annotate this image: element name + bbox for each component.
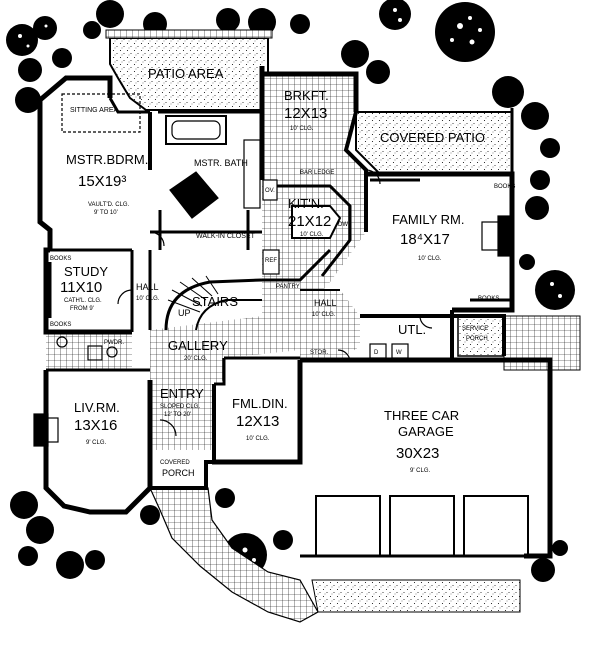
label-books-family-top: BOOKS (494, 184, 515, 190)
clg-kitchen: 10' CLG. (300, 232, 324, 238)
label-brkft: BRKFT. (284, 88, 329, 103)
clg-fml-din: 10' CLG. (246, 436, 270, 442)
label-garage-1: THREE CAR (384, 408, 459, 423)
fixtures (33, 93, 550, 558)
clg-hall-1: 10' CLG. (136, 296, 160, 302)
clg-mstr-bdrm-1: VAULT'D. CLG. (88, 202, 130, 208)
label-dw: DW (338, 222, 348, 228)
label-stairs-up: UP (178, 308, 191, 318)
label-pwdr: PWDR. (104, 340, 124, 346)
clg-entry-1: SLOPED CLG. (160, 404, 200, 410)
label-utl: UTL. (398, 322, 426, 337)
label-hall-1: HALL (136, 282, 159, 292)
label-d: D (374, 350, 379, 356)
dim-mstr-bdrm: 15X19³ (78, 173, 126, 190)
label-books-family-bottom: BOOKS (478, 296, 499, 302)
room-labels: PATIO AREA BRKFT. 12X13 10' CLG. COVERED… (60, 66, 488, 478)
clg-garage: 9' CLG. (410, 468, 430, 474)
label-sitting: SITTING AREA (70, 107, 119, 114)
clg-study-1: CATH'L. CLG. (64, 298, 102, 304)
clg-entry-2: 12' TO 20' (164, 412, 191, 418)
label-gallery: GALLERY (168, 338, 228, 353)
label-mstr-bdrm: MSTR.BDRM. (66, 152, 148, 167)
label-stor: STOR. (310, 350, 329, 356)
label-pantry: PANTRY (276, 284, 300, 290)
label-entry: ENTRY (160, 386, 204, 401)
label-books-study-top: BOOKS (50, 256, 71, 262)
label-covered-patio: COVERED PATIO (380, 130, 485, 145)
tree-icon (6, 0, 575, 582)
label-covered-porch-1: COVERED (160, 460, 190, 466)
dim-garage: 30X23 (396, 445, 439, 462)
label-kitchen: KIT'N. (288, 196, 324, 211)
dim-study: 11X10 (60, 279, 102, 296)
label-fml-din: FML.DIN. (232, 396, 288, 411)
label-mstr-bath: MSTR. BATH (194, 158, 248, 168)
label-patio-area: PATIO AREA (148, 66, 224, 81)
label-bar-ledge: BAR LEDGE (300, 170, 334, 176)
clg-brkft: 10' CLG. (290, 126, 314, 132)
label-sitting-text: SITTING AREA (70, 107, 119, 114)
label-family: FAMILY RM. (392, 212, 464, 227)
clg-study-2: FROM 9' (70, 306, 94, 312)
landscaping (6, 0, 575, 582)
label-stairs: STAIRS (192, 294, 238, 309)
label-covered-porch-2: PORCH (162, 468, 195, 478)
dim-kitchen: 21X12 (288, 213, 331, 230)
clg-hall-2: 10' CLG. (312, 312, 336, 318)
dim-liv: 13X16 (74, 417, 117, 434)
label-books-study-bottom: BOOKS (50, 322, 71, 328)
service-porch (457, 315, 581, 371)
label-study: STUDY (64, 264, 108, 279)
clg-gallery: 20' CLG. (184, 356, 208, 362)
label-liv: LIV.RM. (74, 400, 120, 415)
dim-brkft: 12X13 (284, 105, 327, 122)
label-service-porch-1: SERVICE (462, 326, 488, 332)
label-hall-2: HALL (314, 298, 337, 308)
fixture-labels: BOOKS BOOKS BOOKS BOOKS OV. REF DW PANTR… (50, 170, 515, 356)
label-walkin: WALK-IN CLOSET (196, 233, 256, 240)
clg-family: 10' CLG. (418, 256, 442, 262)
tile-floors (46, 74, 366, 450)
label-service-porch-2: PORCH (466, 336, 488, 342)
label-w: W (396, 350, 402, 356)
dim-fml-din: 12X13 (236, 413, 279, 430)
front-walk (149, 487, 521, 623)
dim-family: 18⁴X17 (400, 231, 450, 248)
clg-mstr-bdrm-2: 9' TO 10' (94, 210, 118, 216)
patio-area (105, 29, 273, 111)
label-garage-2: GARAGE (398, 424, 454, 439)
label-ov: OV. (265, 188, 275, 194)
clg-liv: 9' CLG. (86, 440, 106, 446)
label-ref: REF (265, 258, 277, 264)
